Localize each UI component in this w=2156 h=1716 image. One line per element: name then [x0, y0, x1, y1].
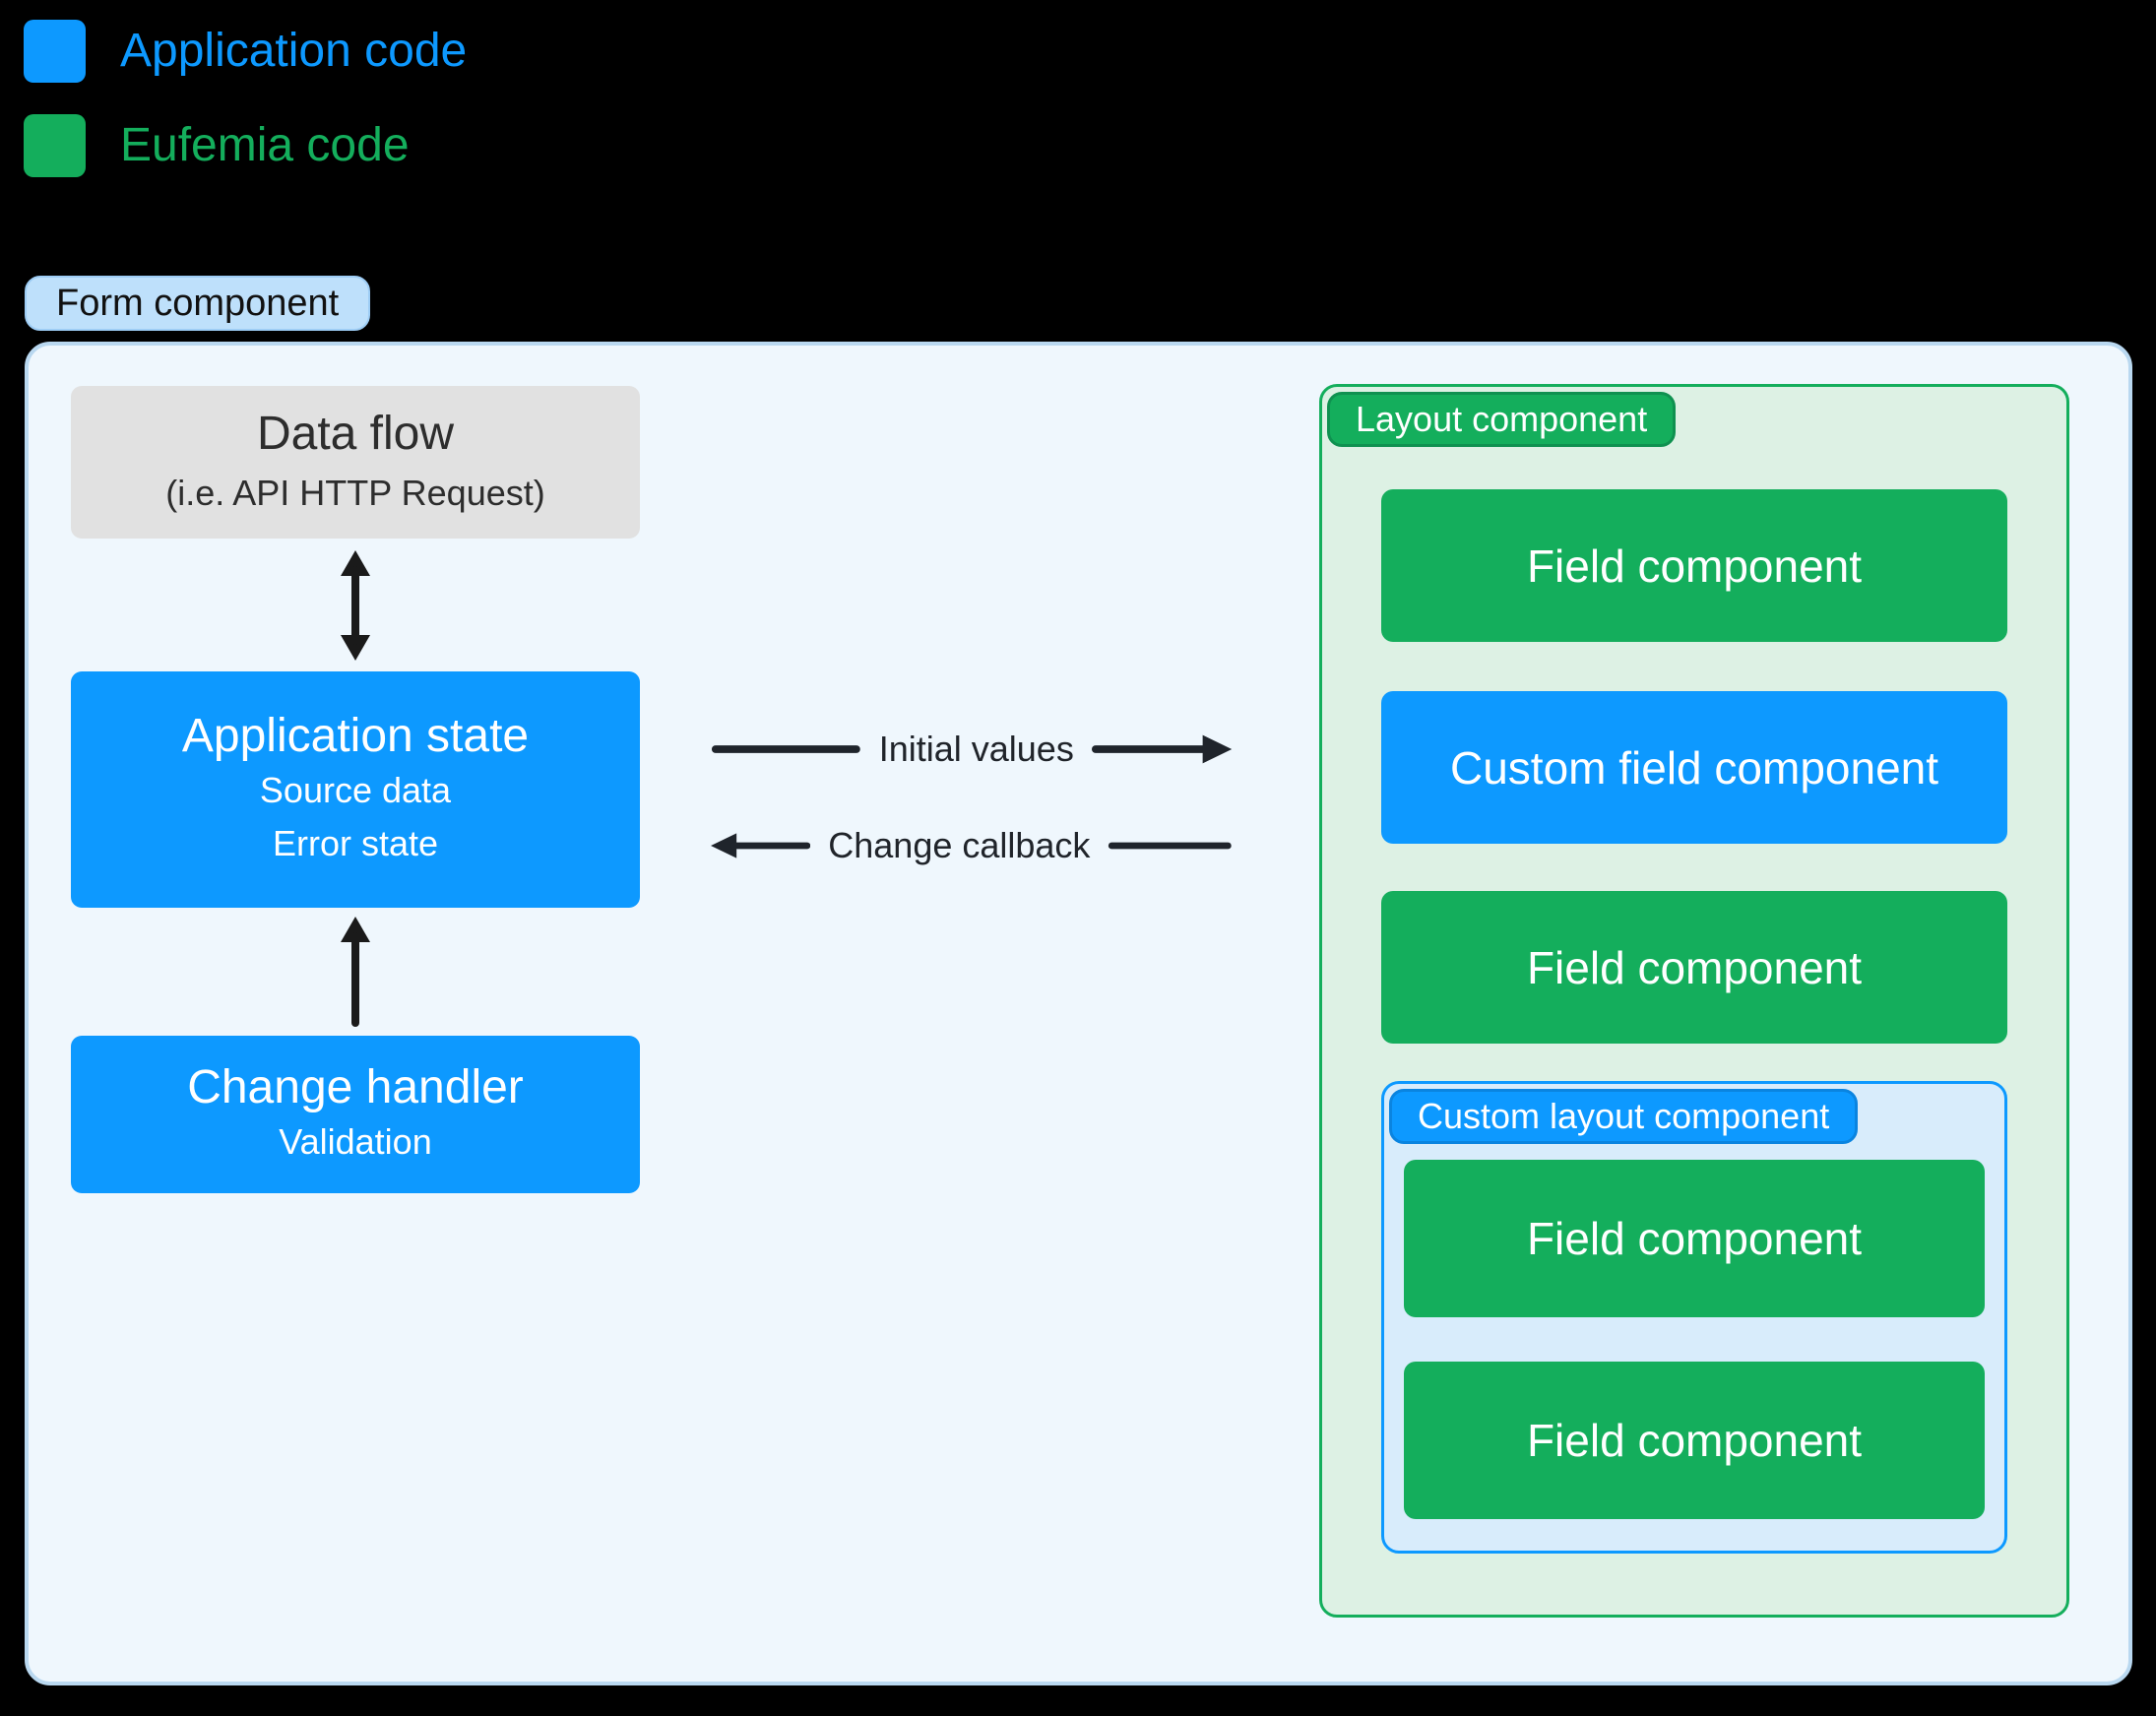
- application-state-title: Application state: [181, 710, 530, 763]
- legend-item-eufemia-code: Eufemia code: [24, 113, 410, 178]
- custom-layout-component-badge: Custom layout component: [1389, 1089, 1859, 1144]
- data-flow-box: Data flow (i.e. API HTTP Request): [71, 386, 640, 539]
- line-segment-icon: [1109, 842, 1233, 850]
- field-component-box: Field component: [1404, 1362, 1985, 1519]
- field-component-box: Field component: [1404, 1160, 1985, 1317]
- initial-values-label: Initial values: [878, 729, 1074, 769]
- initial-values-connector: Initial values: [711, 715, 1233, 784]
- state-to-fields-connectors: Initial values Change callback: [711, 715, 1233, 880]
- arrow-up-icon: [341, 917, 370, 1027]
- application-code-swatch: [24, 20, 86, 83]
- application-state-line-error-state: Error state: [272, 822, 439, 863]
- application-state-line-source-data: Source data: [259, 769, 452, 810]
- layout-component-content: Field component Custom field component F…: [1322, 387, 2066, 1554]
- data-flow-sync-arrow: [71, 539, 640, 671]
- data-flow-title: Data flow: [256, 407, 455, 460]
- field-component-box: Field component: [1381, 891, 2007, 1044]
- custom-field-component-box: Custom field component: [1381, 691, 2007, 844]
- change-handler-to-state-arrow: [71, 908, 640, 1036]
- form-component-container: Data flow (i.e. API HTTP Request) Applic…: [25, 342, 2132, 1685]
- change-handler-box: Change handler Validation: [71, 1036, 640, 1193]
- legend-item-application-code: Application code: [24, 20, 467, 83]
- custom-layout-component-container: Custom layout component Field component …: [1381, 1081, 2007, 1554]
- arrow-left-icon: [711, 833, 811, 858]
- layout-component-container: Layout component Field component Custom …: [1319, 384, 2069, 1618]
- change-callback-connector: Change callback: [711, 811, 1233, 880]
- state-flow-column: Data flow (i.e. API HTTP Request) Applic…: [71, 386, 640, 1193]
- data-flow-subtitle: (i.e. API HTTP Request): [165, 472, 545, 513]
- line-segment-icon: [711, 745, 860, 753]
- change-callback-label: Change callback: [828, 825, 1091, 865]
- form-component-badge: Form component: [25, 276, 371, 331]
- legend-label-eufemia-code: Eufemia code: [120, 119, 410, 171]
- arrow-up-down-icon: [341, 549, 370, 661]
- legend-label-application-code: Application code: [120, 25, 468, 77]
- layout-component-badge: Layout component: [1327, 392, 1677, 447]
- change-handler-title: Change handler: [187, 1061, 524, 1114]
- arrow-right-icon: [1091, 734, 1233, 764]
- application-state-box: Application state Source data Error stat…: [71, 671, 640, 908]
- change-handler-line-validation: Validation: [279, 1120, 432, 1162]
- field-component-box: Field component: [1381, 489, 2007, 642]
- eufemia-code-swatch: [24, 114, 86, 177]
